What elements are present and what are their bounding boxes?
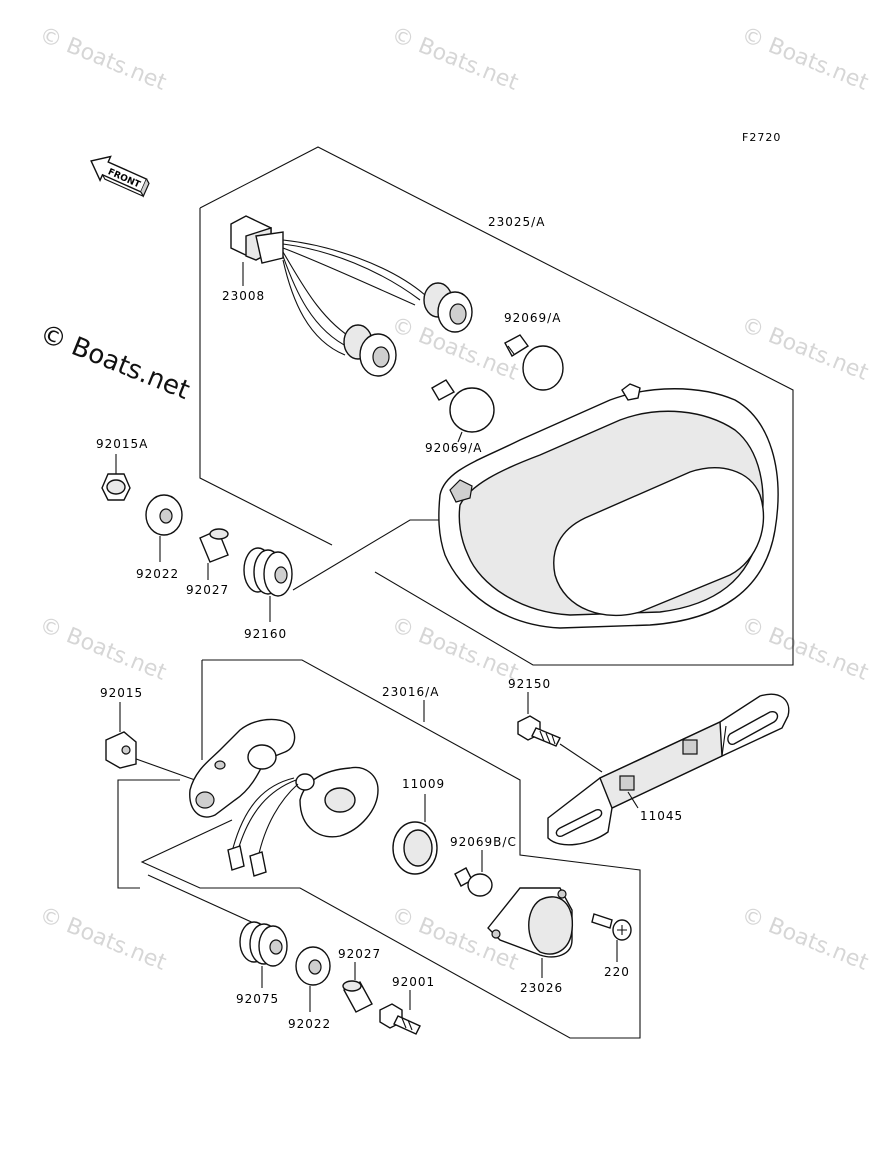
label-92022-lower: 92022 [288, 1017, 331, 1031]
label-92001: 92001 [392, 975, 435, 989]
bracket-assembly-outline [117, 659, 641, 1039]
label-92022-upper: 92022 [136, 567, 179, 581]
bulb-small [454, 867, 493, 897]
watermark: © Boats.net [738, 312, 872, 386]
watermark-large: © Boats.net [35, 319, 193, 406]
grommet-92075 [239, 921, 288, 967]
watermark: © Boats.net [738, 612, 872, 686]
lamp-assembly-outline [199, 146, 794, 666]
label-23016-a: 23016/A [382, 685, 439, 699]
label-92069b-c: 92069B/C [450, 835, 517, 849]
label-220: 220 [604, 965, 630, 979]
grommet-leader [292, 519, 440, 591]
label-11045: 11045 [640, 809, 683, 823]
license-lamp-23026 [487, 887, 574, 958]
screw-220 [591, 913, 632, 941]
watermark: © Boats.net [738, 22, 872, 96]
label-92027-lower: 92027 [338, 947, 381, 961]
washer-92022-lower [295, 946, 331, 986]
label-92015a: 92015A [96, 437, 148, 451]
bolt-92001 [379, 1003, 421, 1035]
label-23008: 23008 [222, 289, 265, 303]
license-bracket-11045 [547, 693, 790, 846]
bulb-lower [431, 379, 495, 433]
watermark: © Boats.net [388, 22, 522, 96]
nut-92015a [101, 473, 131, 501]
label-92027-upper: 92027 [186, 583, 229, 597]
lamp-bracket [189, 718, 296, 818]
bulb-upper [504, 334, 564, 391]
label-92160: 92160 [244, 627, 287, 641]
figure-code: F2720 [742, 131, 781, 144]
watermark: © Boats.net [36, 612, 170, 686]
seal-ring-11009 [392, 821, 438, 875]
label-92150: 92150 [508, 677, 551, 691]
clip-92015 [105, 731, 137, 769]
watermark: © Boats.net [388, 612, 522, 686]
label-92069-a-upper: 92069/A [504, 311, 561, 325]
label-92069-a-lower: 92069/A [425, 441, 482, 455]
watermark: © Boats.net [36, 902, 170, 976]
watermark: © Boats.net [738, 902, 872, 976]
label-23025-a: 23025/A [488, 215, 545, 229]
tail-lamp-housing [438, 383, 779, 629]
label-92015: 92015 [100, 686, 143, 700]
wire-harness [230, 215, 473, 377]
watermark: © Boats.net [36, 22, 170, 96]
grommet-92160 [243, 547, 293, 597]
label-23026: 23026 [520, 981, 563, 995]
label-11009: 11009 [402, 777, 445, 791]
washer-92022-upper [145, 494, 183, 536]
bolt-92150 [517, 715, 561, 747]
front-arrow-icon: FRONT [90, 155, 150, 198]
label-92075: 92075 [236, 992, 279, 1006]
socket-wires [227, 766, 379, 877]
collar-92027-upper [199, 528, 229, 563]
collar-92027-lower [342, 980, 373, 1013]
